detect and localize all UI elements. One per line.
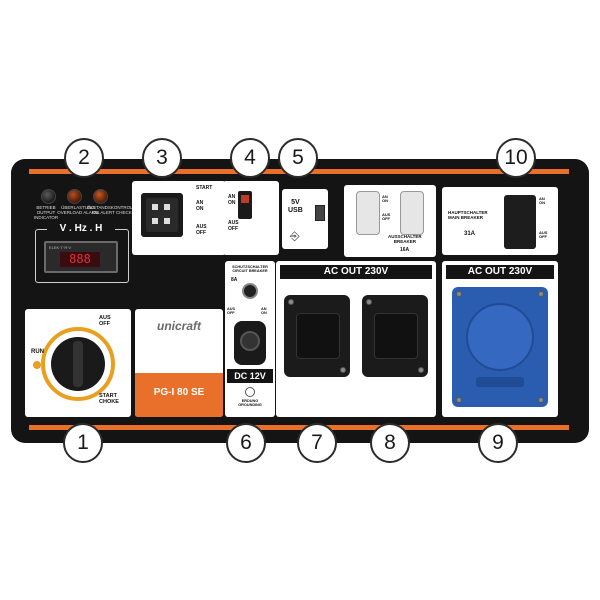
socket-screw [456,397,462,403]
choke-knob[interactable] [51,337,105,391]
brand-logo: unicraft [156,319,201,333]
dc-breaker-amps: 8A [231,277,238,283]
socket-screw [288,299,294,305]
breaker-button-left[interactable] [356,191,380,235]
meter-units: ELEK·T·R·V [49,245,72,250]
choke-off-label: AUS OFF [99,315,111,328]
main-breaker-switch[interactable] [504,195,536,249]
breaker-on-label: AN ON [382,194,388,204]
main-breaker-off-label: AUS OFF [539,230,548,240]
main-breaker-panel: HAUPTSCHALTER MAIN BREAKER 31A AN ON AUS… [442,187,558,255]
motor-rocker-switch[interactable] [141,193,183,237]
ac-socket-right[interactable] [362,295,428,377]
breaker-off-label: AUS OFF [382,212,391,222]
socket-lid-right [374,313,418,359]
eco-on-label: AN ON [228,194,236,206]
brand-plate: unicraft PG-I 80 SE [135,309,223,417]
socket-lid-left [296,313,340,359]
callout-7: 7 [297,423,337,463]
breaker-label: AUSSCHALTER BREAKER [388,234,422,244]
socket-screw [538,397,544,403]
cee-lid [466,303,534,371]
dc-socket-opening [240,331,260,351]
main-breaker-amps: 31A [464,231,476,237]
motor-symbol-2 [164,204,170,210]
usb-port[interactable] [315,205,325,221]
ac-outlet-panel: AC OUT 230V [276,261,436,417]
control-panel: BETRIEB OUTPUT INDICATOR ÜBERLASTUNG OVE… [11,159,589,443]
motor-off-label: AUS OFF [196,224,207,236]
callout-8: 8 [370,423,410,463]
grounding-terminal[interactable] [245,387,255,397]
meter-title: V . Hz . H [47,223,115,235]
motor-symbol-3 [152,218,158,224]
meter-readout: 888 [60,252,100,267]
motor-symbol-4 [164,218,170,224]
dc-socket[interactable] [234,321,266,365]
overload-alarm-label: ÜBERLASTUNG OVERLOAD ALARM [57,205,99,215]
socket-screw [456,291,462,297]
ac-breaker-panel: AN ON AUS OFF AUSSCHALTER BREAKER 16A [344,185,436,257]
overload-alarm-lamp [67,189,82,204]
motor-on-label: AN ON [196,200,204,212]
eco-label: ECO [239,239,261,250]
dc-label: DC 12V [227,369,273,383]
eco-switch-panel: AN ON AUS OFF [223,181,279,255]
output-indicator-lamp [41,189,56,204]
socket-screw [418,367,424,373]
choke-panel: RUN AUS OFF START CHOKE [25,309,131,417]
callout-5: 5 [278,138,318,178]
cee-outlet-panel: AC OUT 230V [442,261,558,417]
dc-off-label: AUS OFF [227,307,236,316]
cee-blue-socket[interactable] [452,287,548,407]
callout-6: 6 [226,423,266,463]
cee-outlet-label: AC OUT 230V [446,265,554,279]
motor-start-label: START [196,185,213,191]
ac-outlet-label: AC OUT 230V [280,265,432,279]
callout-1: 1 [63,423,103,463]
eco-off-label: AUS OFF [228,220,239,232]
motor-label: MOTOR [135,239,173,250]
socket-screw [340,367,346,373]
callout-2: 2 [64,138,104,178]
meter-display: ELEK·T·R·V 888 [44,241,118,273]
eco-indicator [241,195,249,203]
choke-dial-arc [41,327,115,401]
run-label: RUN [31,349,44,355]
dc-breaker-label: SCHUTZSCHALTER CIRCUIT BREAKER [232,265,268,274]
usb-symbol-icon: ⎆ [290,229,300,243]
main-breaker-on-label: AN ON [539,196,545,206]
breaker-amps: 16A [400,247,410,253]
run-dot [33,361,41,369]
callout-3: 3 [142,138,182,178]
choke-knob-grip [73,341,83,387]
model-band: PG-I 80 SE [135,373,223,417]
callout-10: 10 [496,138,536,178]
callout-4: 4 [230,138,270,178]
choke-start-label: START CHOKE [99,393,119,406]
grounding-label: ERDUNG GROUNDING [238,399,262,408]
socket-screw [366,299,372,305]
ac-socket-left[interactable] [284,295,350,377]
motor-rocker-face [146,198,178,232]
motor-symbol-1 [152,204,158,210]
output-indicator-label: BETRIEB OUTPUT INDICATOR [33,205,59,220]
bottom-accent-stripe [29,425,569,430]
oil-alert-lamp [93,189,108,204]
usb-label: 5V USB [288,199,303,215]
oil-alert-label: ÖLSTANDSKONTROLLE OIL ALERT CHECK [87,205,139,215]
cee-hinge [476,377,524,387]
socket-screw [538,291,544,297]
eco-rocker-switch[interactable] [238,191,252,219]
usb-panel: 5V USB ⎆ [282,189,328,249]
breaker-button-right[interactable] [400,191,424,235]
motor-switch-panel: START AN ON AUS OFF [132,181,226,255]
main-breaker-label: HAUPTSCHALTER MAIN BREAKER [448,210,488,220]
dc-panel: SCHUTZSCHALTER CIRCUIT BREAKER 8A AUS OF… [225,261,275,417]
model-name: PG-I 80 SE [153,387,205,398]
callout-9: 9 [478,423,518,463]
dc-on-label: AN ON [261,307,267,316]
dc-breaker-button[interactable] [242,283,258,299]
